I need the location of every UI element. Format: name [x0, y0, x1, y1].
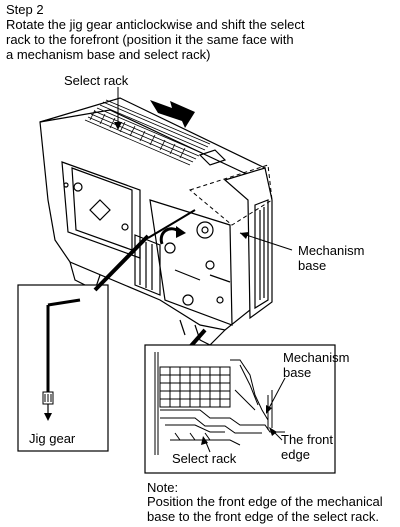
label-select-rack: Select rack — [64, 73, 129, 88]
inset-rack-detail — [154, 352, 285, 455]
jig-gear-icon — [42, 298, 81, 421]
jig-in-mechanism — [147, 209, 196, 239]
note-body: Position the front edge of the mechanica… — [147, 494, 383, 524]
mechanism-assembly — [39, 97, 273, 346]
shift-direction-arrow — [150, 100, 195, 128]
mechanism-base-outline — [188, 164, 273, 226]
label-mechanism-base: Mechanism base — [298, 243, 365, 273]
label-mechanism-base-inset: Mechanism base — [283, 350, 350, 380]
label-jig-gear: Jig gear — [29, 431, 76, 446]
label-front-edge: The front edge — [281, 432, 334, 462]
inset-detail-box — [144, 344, 336, 474]
note-title: Note: — [147, 480, 179, 495]
select-rack-teeth — [84, 99, 211, 166]
step-heading: Step 2 — [6, 2, 44, 17]
label-select-rack-inset: Select rack — [172, 451, 237, 466]
instruction-text: Rotate the jig gear anticlockwise and sh… — [6, 17, 305, 62]
jig-gear-detail-box — [17, 284, 109, 452]
